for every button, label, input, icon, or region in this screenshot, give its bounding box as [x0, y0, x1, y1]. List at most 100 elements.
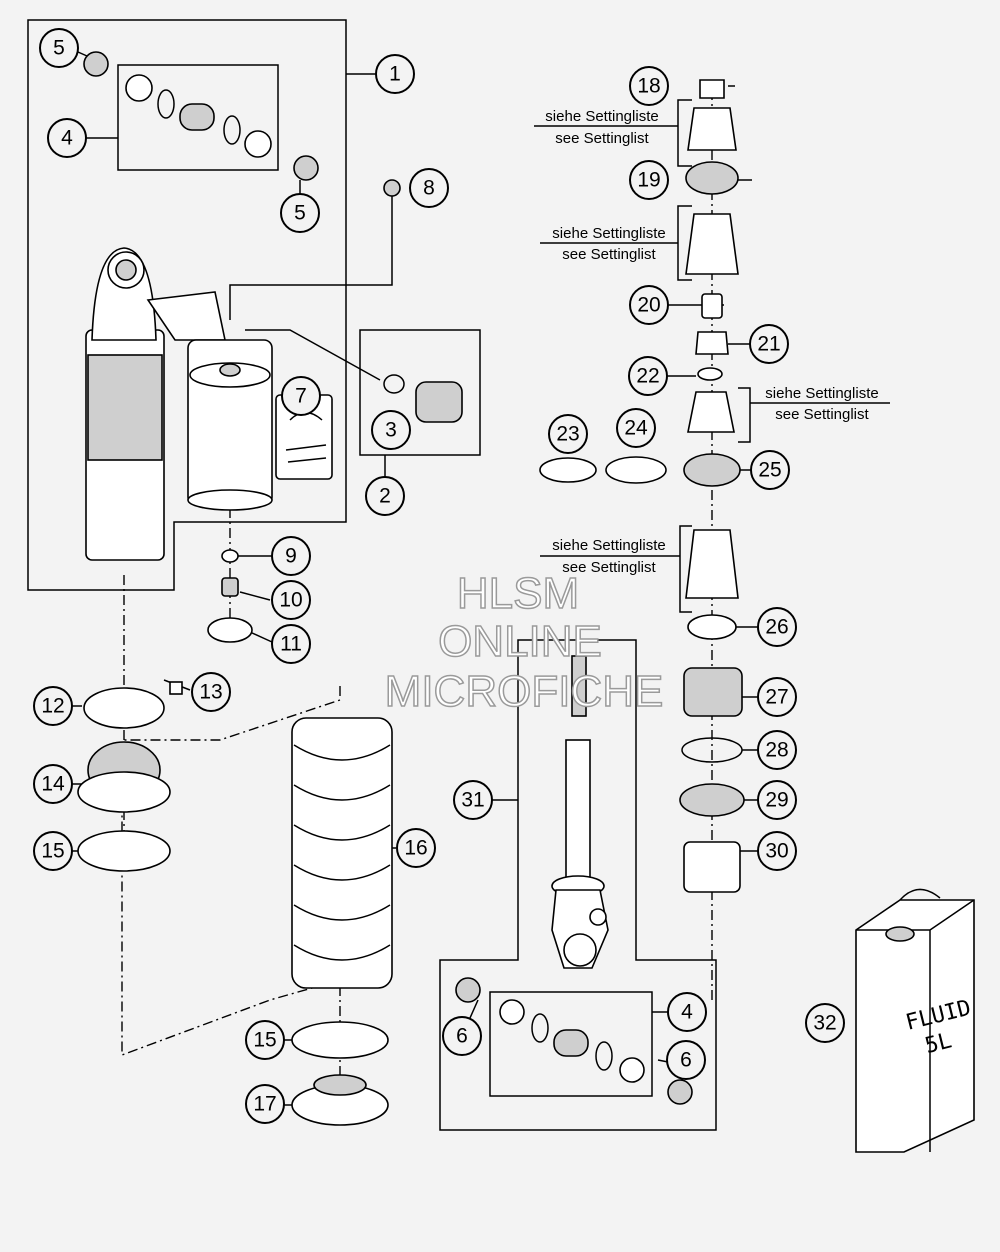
callout-16: 16 — [396, 828, 436, 868]
svg-text:13: 13 — [199, 681, 222, 704]
callout-24: 24 — [616, 408, 656, 448]
callout-15-bottom: 15 — [245, 1020, 285, 1060]
setting-notes: siehe Settingliste see Settinglist siehe… — [545, 108, 878, 576]
callout-6-right: 6 — [666, 1040, 706, 1080]
setting-note-4-de: siehe Settingliste — [552, 537, 665, 554]
callout-31: 31 — [453, 780, 493, 820]
svg-text:8: 8 — [423, 177, 435, 200]
preload-adjuster — [77, 681, 183, 872]
watermark-line-3: MICROFICHE — [385, 667, 664, 716]
shock-body — [85, 247, 333, 561]
piston-rod — [551, 655, 609, 969]
svg-text:19: 19 — [637, 169, 660, 192]
callout-15-left: 15 — [33, 831, 73, 871]
svg-text:17: 17 — [253, 1093, 276, 1116]
valve-parts — [207, 179, 463, 643]
callout-28: 28 — [757, 730, 797, 770]
callout-14: 14 — [33, 764, 73, 804]
callout-19: 19 — [629, 160, 669, 200]
callout-7: 7 — [281, 376, 321, 416]
setting-note-2-en: see Settinglist — [562, 246, 656, 263]
svg-text:29: 29 — [765, 789, 788, 812]
svg-text:7: 7 — [295, 385, 307, 408]
callout-10: 10 — [271, 580, 311, 620]
svg-text:25: 25 — [758, 459, 781, 482]
svg-text:11: 11 — [280, 633, 302, 656]
setting-note-4-en: see Settinglist — [562, 559, 656, 576]
svg-text:18: 18 — [637, 75, 660, 98]
svg-text:30: 30 — [765, 840, 788, 863]
valve-box — [359, 329, 481, 456]
watermark: HLSM ONLINE MICROFICHE — [384, 568, 664, 717]
setting-note-3-de: siehe Settingliste — [765, 385, 878, 402]
svg-text:31: 31 — [461, 789, 484, 812]
svg-text:24: 24 — [624, 417, 648, 440]
callout-25: 25 — [750, 450, 790, 490]
svg-text:16: 16 — [404, 837, 427, 860]
callout-29: 29 — [757, 780, 797, 820]
callout-23: 23 — [548, 414, 588, 454]
callout-9: 9 — [271, 536, 311, 576]
svg-text:14: 14 — [41, 773, 65, 796]
callout-32: 32 — [805, 1003, 845, 1043]
fluid-volume-label: 5L — [923, 1028, 955, 1059]
callout-30: 30 — [757, 831, 797, 871]
svg-text:32: 32 — [813, 1012, 836, 1035]
setting-note-1-en: see Settinglist — [555, 130, 649, 147]
callout-5-top: 5 — [39, 28, 79, 68]
callout-20: 20 — [629, 285, 669, 325]
bearing-kit-box-top — [117, 64, 279, 171]
assembly-boxes — [27, 19, 717, 1131]
callout-4-top: 4 — [47, 118, 87, 158]
svg-text:22: 22 — [636, 365, 659, 388]
callout-3: 3 — [371, 410, 411, 450]
callout-21: 21 — [749, 324, 789, 364]
svg-text:21: 21 — [757, 333, 780, 356]
callout-1: 1 — [375, 54, 415, 94]
svg-text:12: 12 — [41, 695, 64, 718]
callout-11: 11 — [271, 624, 311, 664]
svg-text:2: 2 — [379, 485, 391, 508]
callout-2: 2 — [365, 476, 405, 516]
svg-text:5: 5 — [294, 202, 306, 225]
watermark-line-1: HLSM — [457, 569, 579, 618]
svg-text:6: 6 — [680, 1049, 692, 1072]
callouts: 1 2 3 4 4 5 5 6 6 7 8 9 10 11 12 13 14 1… — [33, 28, 845, 1124]
svg-text:10: 10 — [279, 589, 302, 612]
svg-text:15: 15 — [253, 1029, 276, 1052]
svg-text:4: 4 — [61, 127, 73, 150]
damper-stack — [539, 79, 745, 893]
callout-5-mid: 5 — [280, 193, 320, 233]
spring-thread — [87, 354, 163, 461]
shock-assembly-box — [27, 19, 347, 591]
svg-text:15: 15 — [41, 840, 64, 863]
svg-text:9: 9 — [285, 545, 297, 568]
svg-text:3: 3 — [385, 419, 397, 442]
callout-13: 13 — [191, 672, 231, 712]
callout-8: 8 — [409, 168, 449, 208]
svg-text:26: 26 — [765, 616, 788, 639]
setting-note-3-en: see Settinglist — [775, 406, 869, 423]
bearing-kit-bottom — [455, 977, 693, 1105]
svg-text:27: 27 — [765, 686, 788, 709]
fluid-can — [855, 888, 975, 1153]
svg-text:5: 5 — [53, 37, 65, 60]
bearing-kit-top — [83, 51, 319, 181]
callout-22: 22 — [628, 356, 668, 396]
callout-4-bottom: 4 — [667, 992, 707, 1032]
callout-12: 12 — [33, 686, 73, 726]
svg-text:23: 23 — [556, 423, 579, 446]
callout-17: 17 — [245, 1084, 285, 1124]
svg-text:20: 20 — [637, 294, 660, 317]
callout-18: 18 — [629, 66, 669, 106]
svg-text:1: 1 — [389, 63, 401, 86]
piston-rod-box — [439, 639, 717, 1131]
callout-26: 26 — [757, 607, 797, 647]
callout-6-left: 6 — [442, 1016, 482, 1056]
setting-note-1-de: siehe Settingliste — [545, 108, 658, 125]
bearing-kit-box-bottom — [489, 991, 653, 1097]
svg-text:6: 6 — [456, 1025, 468, 1048]
watermark-line-2: ONLINE — [438, 617, 602, 666]
